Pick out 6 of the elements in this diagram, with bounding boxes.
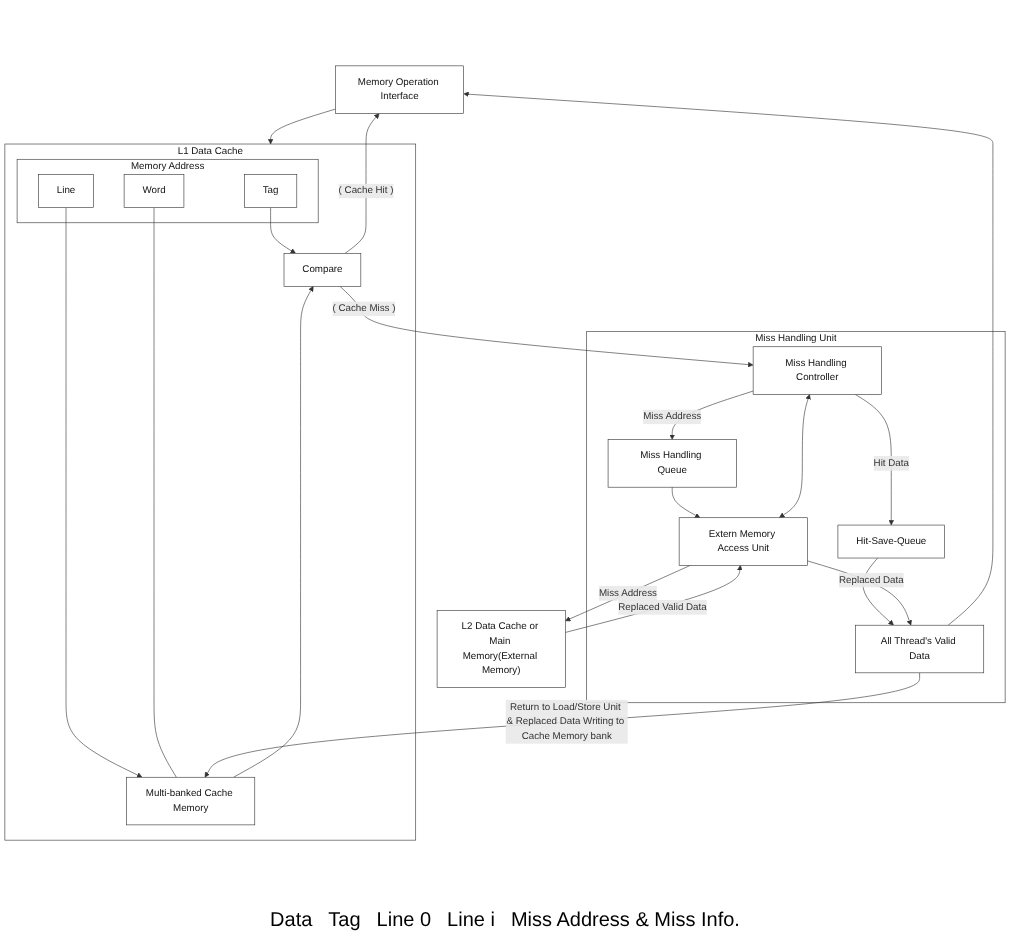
note-label: Line i [447,910,495,932]
note-label: Line 0 [376,910,432,932]
note-label: Tag [328,910,361,932]
note-label: Miss Address & Miss Info. [510,910,740,932]
connector [153,207,177,778]
note-label: Data [270,910,313,932]
